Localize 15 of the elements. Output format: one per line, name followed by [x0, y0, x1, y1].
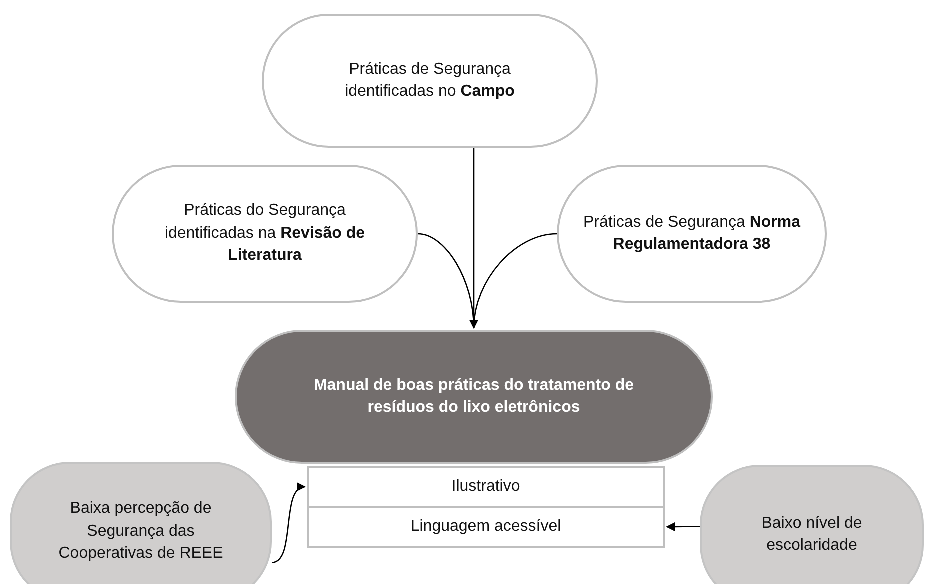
node-text: Práticas do Segurança identificadas na Revisão de Literatura	[164, 201, 366, 266]
node-text: Baixa percepção de Segurança das Cooperativas de REEE	[58, 499, 224, 564]
rounded-box	[10, 462, 272, 584]
rounded-box	[700, 465, 924, 584]
arrow	[272, 484, 306, 564]
table-row-box	[307, 466, 665, 508]
node-text: Baixo nível de escolaridade	[760, 514, 864, 556]
arrow	[470, 233, 558, 329]
node-text: Manual de boas práticas do tratamento de resíduos do lixo eletrônicos	[312, 376, 636, 418]
node-text: Práticas de Segurança Norma Regulamentadora 38	[582, 212, 802, 255]
table-row-box	[307, 506, 665, 548]
node-text: Linguagem acessível	[410, 516, 562, 537]
arrow	[666, 522, 700, 532]
node-text: Práticas de Segurança identificadas no Campo	[344, 60, 516, 102]
node-text: Ilustrativo	[452, 476, 520, 497]
